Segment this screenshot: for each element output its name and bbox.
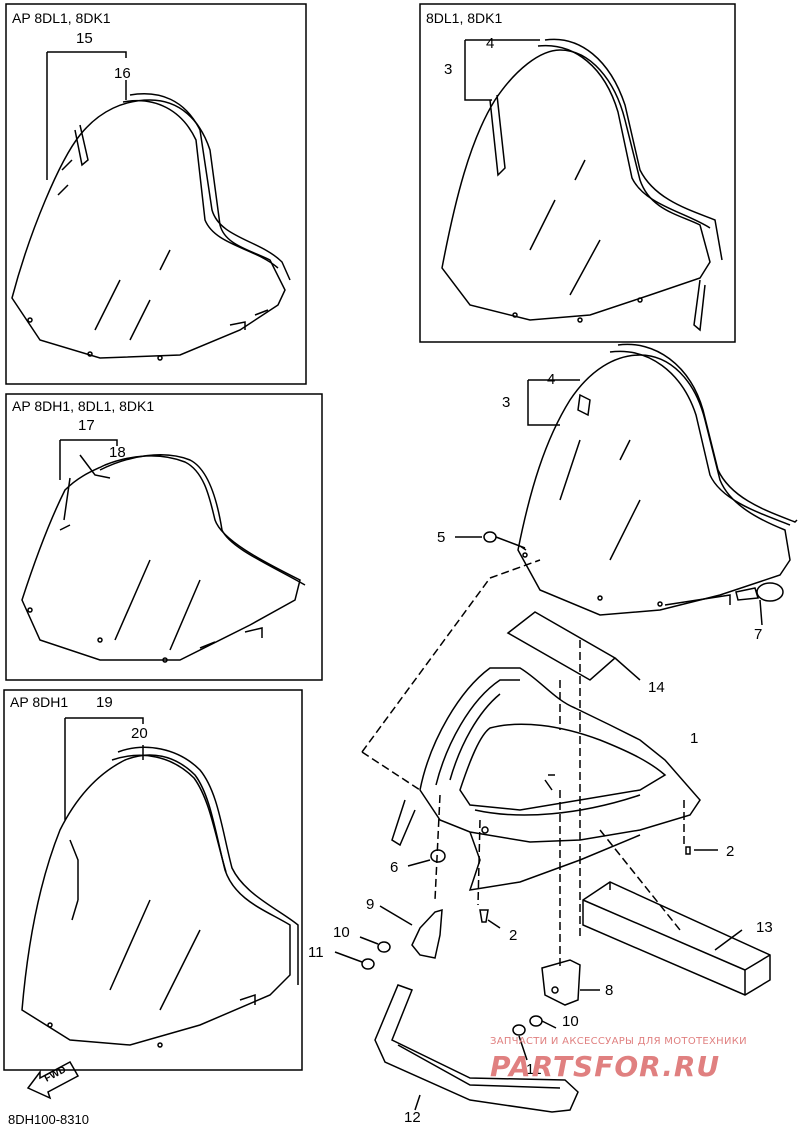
callout-4-top: 4	[486, 35, 495, 52]
fwd-arrow-icon	[26, 1060, 80, 1100]
callout-6: 6	[390, 859, 399, 876]
seal-12	[374, 984, 579, 1113]
callout-1: 1	[690, 730, 699, 747]
callout-2-right: 2	[726, 843, 735, 860]
nut-11-left	[334, 951, 375, 970]
windshield-17	[21, 454, 306, 663]
washer-10-right	[529, 1015, 557, 1029]
callout-19: 19	[96, 694, 113, 711]
windshield-3	[441, 38, 723, 332]
diagram-code: 8DH100-8310	[8, 1112, 89, 1127]
panel-label-top-right: 8DL1, 8DK1	[426, 10, 503, 26]
bracket-9	[379, 905, 443, 959]
windshield-19	[21, 746, 299, 1048]
callout-3-top: 3	[444, 61, 453, 78]
callout-13: 13	[756, 919, 773, 936]
callout-7: 7	[754, 626, 763, 643]
callout-4-mid: 4	[547, 371, 556, 388]
callout-15: 15	[76, 30, 93, 47]
grommet-6	[407, 849, 446, 867]
clip-7	[735, 582, 784, 626]
panel-label-top-left: AP 8DL1, 8DK1	[12, 10, 111, 26]
windshield-3-assembly	[517, 343, 798, 616]
pad-14	[506, 611, 641, 681]
washer-10-left	[359, 936, 391, 953]
watermark-brand: PARTSFOR.RU	[490, 1050, 721, 1083]
callout-12: 12	[404, 1109, 421, 1126]
callout-2-center: 2	[509, 927, 518, 944]
callout-11-left: 11	[308, 944, 324, 961]
screw-5	[455, 531, 527, 551]
cowling-1	[391, 667, 701, 891]
panel-frame-bottom-left	[3, 689, 303, 1071]
panel-frame-top-left	[5, 3, 307, 385]
callout-20: 20	[131, 725, 148, 742]
callout-5: 5	[437, 529, 446, 546]
windshield-15	[11, 93, 291, 361]
bolt-2-center	[479, 909, 501, 929]
callout-10-right: 10	[562, 1013, 579, 1030]
callout-16: 16	[114, 65, 131, 82]
callout-11-right: 11	[526, 1061, 542, 1078]
bracket-8	[541, 959, 600, 1006]
panel-label-bottom-left: AP 8DH1	[10, 694, 69, 710]
callout-17: 17	[78, 417, 95, 434]
nut-11-right	[512, 1024, 528, 1061]
callout-18: 18	[109, 444, 126, 461]
watermark-subtitle: ЗАПЧАСТИ И АКСЕССУАРЫ ДЛЯ МОТОТЕХНИКИ	[490, 1036, 747, 1047]
bolt-2-right	[685, 846, 718, 855]
callout-10-left: 10	[333, 924, 350, 941]
callout-8: 8	[605, 982, 614, 999]
panel-frame-top-right	[419, 3, 736, 343]
callout-9: 9	[366, 896, 375, 913]
panel-frame-mid-left	[5, 393, 323, 681]
foam-13	[582, 881, 771, 996]
panel-label-mid-left: AP 8DH1, 8DL1, 8DK1	[12, 398, 155, 414]
callout-3-mid: 3	[502, 394, 511, 411]
callout-14: 14	[648, 679, 665, 696]
